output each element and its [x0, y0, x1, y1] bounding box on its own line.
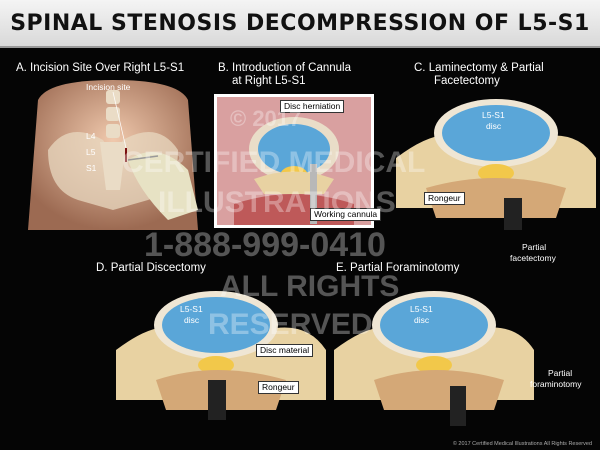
partial-foraminotomy-label-2: foraminotomy	[530, 379, 582, 389]
title-bar: SPINAL STENOSIS DECOMPRESSION OF L5-S1	[0, 0, 600, 48]
partial-foraminotomy-label-1: Partial	[548, 368, 573, 378]
panel-d-disc-label-1: L5-S1	[180, 304, 203, 314]
panel-b-label-line2: at Right L5-S1	[232, 75, 306, 87]
panel-d-disc-label-2: disc	[184, 315, 200, 325]
panel-c-label-line2: Facetectomy	[434, 75, 500, 87]
copyright-notice: © 2017 Certified Medical Illustrations A…	[452, 441, 592, 447]
panel-b-cross-section	[214, 94, 374, 228]
panel-d-label: D. Partial Discectomy	[96, 262, 206, 274]
panel-b-label-line1: B. Introduction of Cannula	[218, 62, 351, 74]
disc-material-callout: Disc material	[256, 344, 314, 357]
panel-c-rongeur-callout: Rongeur	[424, 192, 465, 205]
l4-label: L4	[86, 131, 96, 141]
panel-d-rongeur-callout: Rongeur	[258, 381, 299, 394]
panel-e-vertebra	[334, 291, 534, 426]
working-cannula-callout: Working cannula	[310, 208, 382, 221]
watermark-line3: ALL RIGHTS	[220, 270, 400, 303]
panel-a-back-illustration	[28, 80, 198, 230]
panel-e-disc-label-2: disc	[414, 315, 430, 325]
watermark-line2: ILLUSTRATIONS	[158, 186, 396, 219]
disc-herniation-callout: Disc herniation	[280, 100, 345, 113]
l5-label: L5	[86, 147, 96, 157]
watermark-line4: RESERVED	[208, 308, 373, 341]
watermark-phone: 1-888-999-0410	[144, 226, 386, 264]
panel-c-disc-label-1: L5-S1	[482, 110, 505, 120]
panel-c-label-line1: C. Laminectomy & Partial	[414, 62, 544, 74]
partial-facetectomy-label-2: facetectomy	[510, 253, 556, 263]
watermark-year: © 2017	[230, 106, 302, 131]
panel-c-disc-label-2: disc	[486, 121, 502, 131]
watermark-line1: CERTIFIED MEDICAL	[122, 146, 426, 179]
s1-label: S1	[86, 163, 97, 173]
panel-e-label: E. Partial Foraminotomy	[336, 262, 460, 274]
panel-a-label: A. Incision Site Over Right L5-S1	[16, 62, 185, 74]
page-title: SPINAL STENOSIS DECOMPRESSION OF L5-S1	[10, 10, 590, 36]
panel-c-vertebra	[396, 99, 596, 230]
panel-e-disc-label-1: L5-S1	[410, 304, 433, 314]
incision-site-label: Incision site	[86, 82, 131, 92]
partial-facetectomy-label-1: Partial	[522, 242, 547, 252]
